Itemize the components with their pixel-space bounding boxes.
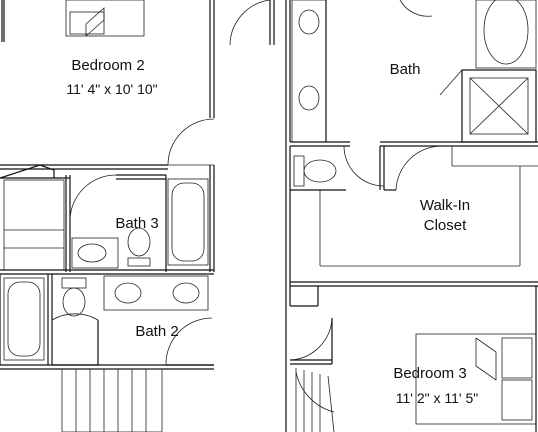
bath-3-label: Bath 3 <box>115 215 158 232</box>
bath-2-label: Bath 2 <box>135 323 178 340</box>
stairs-left <box>61 368 163 432</box>
bedroom-2-dims: 11' 4" x 10' 10" <box>66 81 157 97</box>
bedroom-2-label: Bedroom 2 <box>71 57 144 74</box>
bath-label: Bath <box>390 61 421 78</box>
walls-right <box>229 0 538 432</box>
bed-icon <box>65 0 145 37</box>
walk-in-closet-label-2: Closet <box>424 217 467 234</box>
walk-in-closet-label-1: Walk-In <box>420 197 470 214</box>
bedroom-3-dims: 11' 2" x 11' 5" <box>396 390 479 406</box>
bedroom-3-label: Bedroom 3 <box>393 365 466 382</box>
walls-left <box>0 0 215 432</box>
stairs-middle <box>295 368 335 432</box>
